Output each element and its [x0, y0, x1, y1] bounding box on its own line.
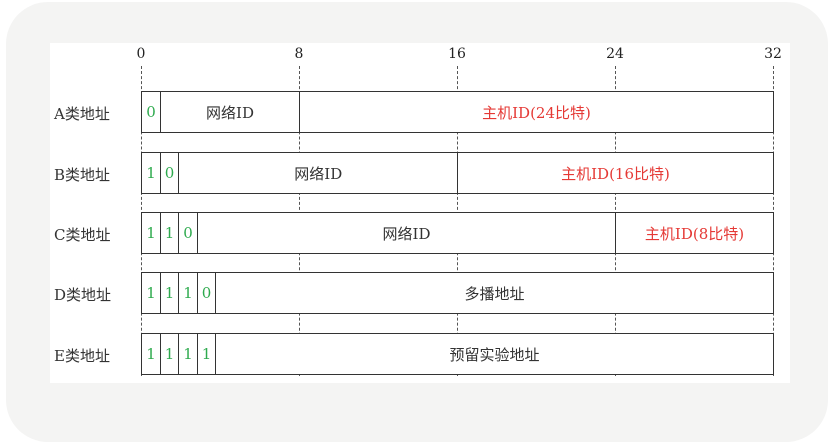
prefix-bit: 1 — [141, 152, 161, 194]
prefix-bit: 0 — [159, 152, 180, 194]
tick-label: 8 — [294, 46, 304, 62]
row-label: C类地址 — [54, 226, 111, 244]
row-label: E类地址 — [54, 347, 110, 365]
host-id-field: 主机ID(24比特) — [299, 91, 774, 133]
tick-label: 32 — [764, 46, 782, 62]
network-id-field: 网络ID — [196, 212, 617, 254]
prefix-bit: 1 — [178, 333, 198, 375]
prefix-bit: 1 — [159, 272, 180, 314]
host-id-field: 主机ID(8比特) — [615, 212, 774, 254]
row-label: A类地址 — [54, 105, 110, 123]
address-field: 多播地址 — [215, 272, 774, 314]
address-field: 预留实验地址 — [215, 333, 774, 375]
prefix-bit: 1 — [141, 333, 161, 375]
row-label: B类地址 — [54, 166, 111, 184]
prefix-bit: 1 — [159, 333, 180, 375]
prefix-bit: 1 — [196, 333, 217, 375]
prefix-bit: 0 — [141, 91, 161, 133]
tick-label: 24 — [606, 46, 624, 62]
prefix-bit: 0 — [196, 272, 217, 314]
network-id-field: 网络ID — [159, 91, 301, 133]
tick-label: 16 — [448, 46, 466, 62]
prefix-bit: 1 — [141, 272, 161, 314]
network-id-field: 网络ID — [178, 152, 459, 194]
tick-label: 0 — [136, 46, 146, 62]
prefix-bit: 1 — [159, 212, 180, 254]
row-label: D类地址 — [54, 286, 112, 304]
host-id-field: 主机ID(16比特) — [457, 152, 774, 194]
prefix-bit: 1 — [141, 212, 161, 254]
prefix-bit: 1 — [178, 272, 198, 314]
prefix-bit: 0 — [178, 212, 198, 254]
